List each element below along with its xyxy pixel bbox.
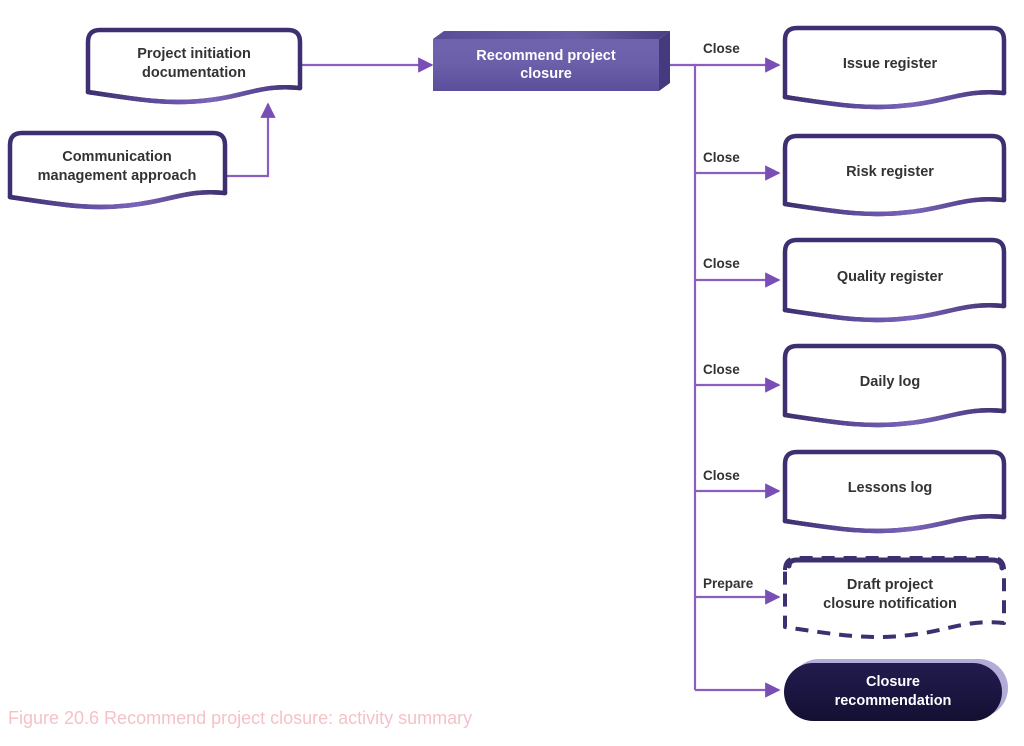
connectors [226, 57, 781, 698]
document-wave-bottom [7, 190, 228, 210]
document-wave-bottom [85, 85, 303, 105]
document-wave-bottom [782, 197, 1007, 217]
node-recommend-project-closure[interactable]: Recommend project closure [433, 31, 670, 91]
document-shape-dashed [783, 556, 1006, 639]
process-front-face [433, 39, 659, 91]
document-wave-bottom [782, 514, 1007, 534]
document-wave-bottom [782, 408, 1007, 428]
connector-communication-to-pid [226, 102, 276, 178]
process-right-face [659, 31, 670, 91]
node-closure-recommendation[interactable]: Closure recommendation [784, 659, 1008, 721]
process-top-face [433, 31, 670, 39]
pill-shape [784, 663, 1002, 721]
document-solid-top-edge [786, 557, 1005, 571]
document-wave-bottom [782, 90, 1007, 110]
document-wave-bottom [782, 303, 1007, 323]
